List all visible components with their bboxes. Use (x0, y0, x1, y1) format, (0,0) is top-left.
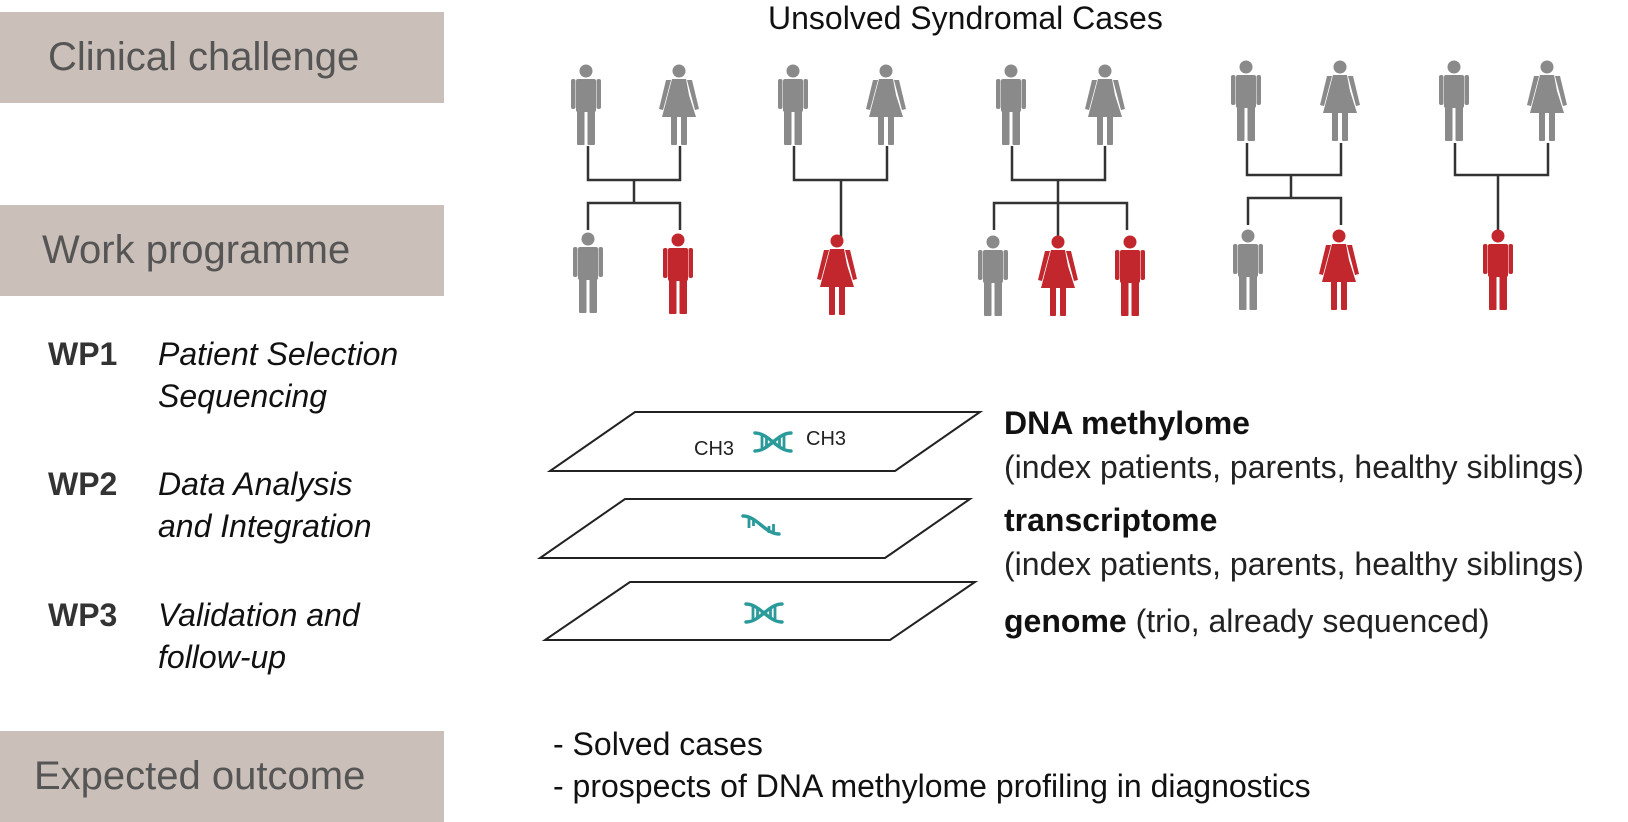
expected-outcome-header: Expected outcome (0, 731, 444, 822)
transcriptome-detail: (index patients, parents, healthy siblin… (1004, 546, 1584, 582)
wp2-code: WP2 (48, 466, 118, 502)
mother-figure (1527, 60, 1567, 141)
ch3-right-label: CH3 (806, 428, 846, 450)
wp3-code: WP3 (48, 597, 118, 633)
mother-figure (1085, 64, 1125, 145)
index-patient-figure (1115, 235, 1145, 316)
wp3-title-line1: Validation and (158, 597, 360, 633)
cases-title: Unsolved Syndromal Cases (768, 0, 1163, 36)
work-programme-header: Work programme (0, 205, 444, 296)
index-patient-figure (1038, 235, 1078, 316)
wp2-title: Data Analysis and Integration (158, 463, 372, 547)
index-patient-figure (817, 234, 857, 315)
genome-label: genome (trio, already sequenced) (1004, 600, 1490, 642)
genome-detail: (trio, already sequenced) (1135, 603, 1490, 639)
transcriptome-layer (536, 498, 974, 559)
father-figure (778, 64, 808, 145)
clinical-challenge-header: Clinical challenge (0, 12, 444, 103)
mother-figure (866, 64, 906, 145)
pedigree-lines (586, 143, 1550, 240)
father-figure (996, 64, 1026, 145)
index-patient-figure (1483, 229, 1513, 310)
wp3-title-line2: follow-up (158, 639, 287, 675)
father-figure (571, 64, 601, 145)
sibling-figure (1233, 229, 1263, 310)
methylome-detail: (index patients, parents, healthy siblin… (1004, 449, 1584, 485)
father-figure (1439, 60, 1469, 141)
outcome-item-solved: - Solved cases (553, 726, 763, 762)
wp1-title-line1: Patient Selection (158, 336, 399, 372)
ch3-left-label: CH3 (694, 438, 734, 460)
wp1-title: Patient Selection Sequencing (158, 333, 398, 417)
father-figure (1231, 60, 1261, 141)
sibling-figure (978, 235, 1008, 316)
methylome-layer (546, 411, 984, 472)
transcriptome-label: transcriptome (1004, 502, 1218, 538)
sibling-figure (573, 232, 603, 313)
mother-figure (659, 64, 699, 145)
wp3-title: Validation and follow-up (158, 594, 360, 678)
wp1-title-line2: Sequencing (158, 378, 328, 414)
wp2-title-line2: and Integration (158, 508, 372, 544)
genome-name: genome (1004, 603, 1127, 639)
wp1-code: WP1 (48, 336, 118, 372)
mother-figure (1320, 60, 1360, 141)
outcome-item-prospects: - prospects of DNA methylome profiling i… (553, 768, 1311, 804)
index-patient-figure (1319, 229, 1359, 310)
methylome-label: DNA methylome (1004, 405, 1250, 441)
wp2-title-line1: Data Analysis (158, 466, 353, 502)
affected-figures (663, 229, 1513, 316)
index-patient-figure (663, 233, 693, 314)
